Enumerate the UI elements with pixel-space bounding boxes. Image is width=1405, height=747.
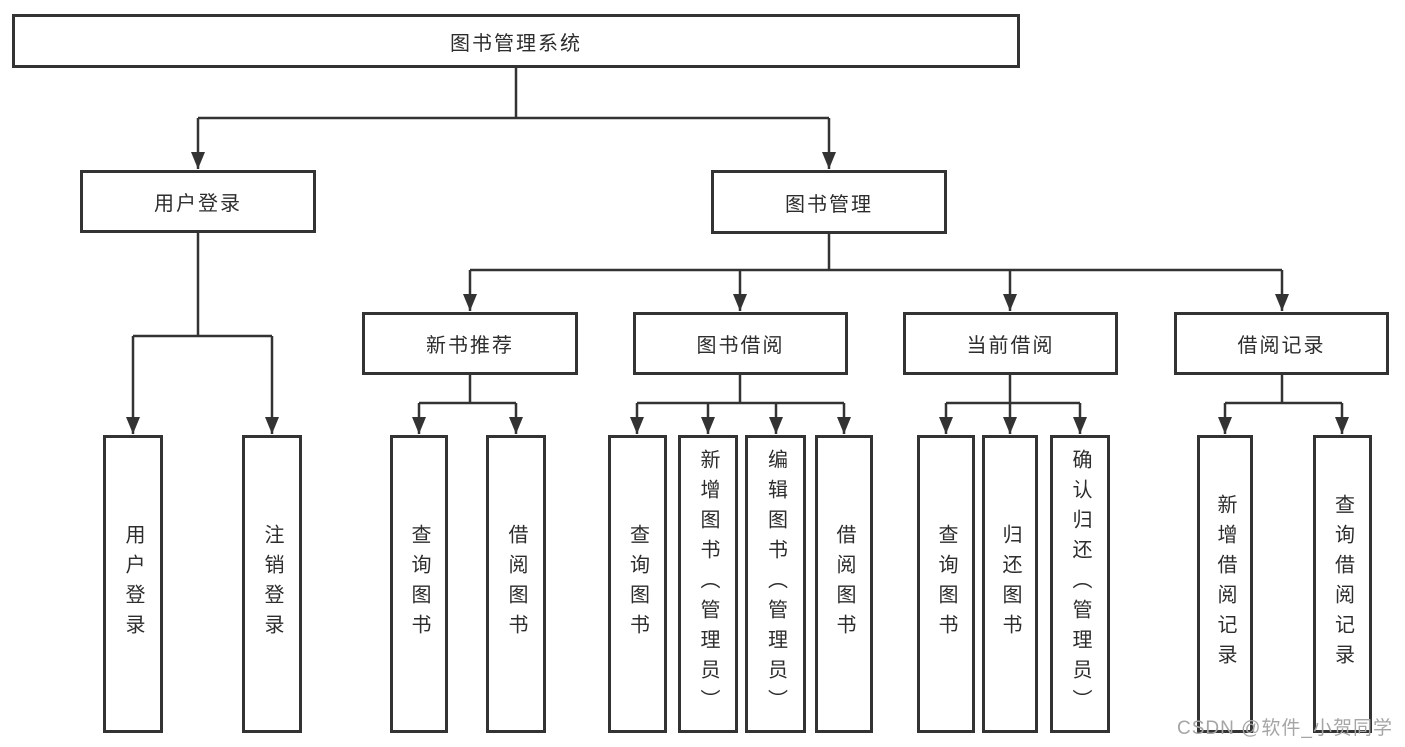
node-leaf-current-confirm-admin-label: 确认归还（管理员） [1069, 449, 1091, 719]
node-leaf-borrowing-edit-admin-label: 编辑图书（管理员） [764, 449, 787, 719]
node-leaf-newbooks-borrow-label: 借阅图书 [505, 524, 527, 644]
node-book-management-module-label: 图书管理 [785, 193, 873, 216]
node-leaf-records-add-label: 新增借阅记录 [1214, 494, 1236, 674]
node-book-borrowing-label: 图书借阅 [696, 335, 785, 357]
node-leaf-borrowing-add-admin: 新增图书（管理员） [678, 435, 738, 733]
node-leaf-user-login: 用户登录 [103, 435, 163, 733]
node-root-system-label: 图书管理系统 [450, 32, 582, 55]
node-leaf-current-confirm-admin: 确认归还（管理员） [1050, 435, 1110, 733]
node-root-system: 图书管理系统 [12, 14, 1020, 68]
node-leaf-borrowing-borrow: 借阅图书 [815, 435, 873, 733]
node-leaf-borrowing-add-admin-label: 新增图书（管理员） [697, 449, 719, 719]
csdn-watermark: CSDN @软件_小贺同学 [1177, 718, 1393, 739]
node-current-borrowing: 当前借阅 [903, 312, 1118, 375]
node-leaf-current-return: 归还图书 [982, 435, 1038, 733]
node-leaf-records-query: 查询借阅记录 [1313, 435, 1372, 733]
node-user-login-module-label: 用户登录 [154, 193, 242, 215]
node-leaf-user-login-label: 用户登录 [122, 524, 144, 644]
node-leaf-newbooks-query-label: 查询图书 [408, 524, 430, 644]
node-leaf-logout-label: 注销登录 [261, 524, 283, 644]
node-book-management-module: 图书管理 [711, 170, 947, 234]
node-current-borrowing-label: 当前借阅 [966, 335, 1055, 357]
node-leaf-records-query-label: 查询借阅记录 [1331, 494, 1354, 674]
node-borrowing-records-label: 借阅记录 [1237, 335, 1326, 357]
node-leaf-current-query-label: 查询图书 [935, 524, 957, 644]
node-new-book-recommend: 新书推荐 [362, 312, 578, 375]
node-leaf-borrowing-borrow-label: 借阅图书 [833, 524, 855, 644]
node-borrowing-records: 借阅记录 [1174, 312, 1389, 375]
node-leaf-newbooks-borrow: 借阅图书 [486, 435, 546, 733]
node-leaf-current-query: 查询图书 [917, 435, 975, 733]
node-leaf-current-return-label: 归还图书 [999, 524, 1021, 644]
node-user-login-module: 用户登录 [80, 170, 316, 233]
node-leaf-borrowing-edit-admin: 编辑图书（管理员） [745, 435, 806, 733]
node-leaf-logout: 注销登录 [242, 435, 302, 733]
node-leaf-records-add: 新增借阅记录 [1197, 435, 1253, 733]
node-new-book-recommend-label: 新书推荐 [426, 335, 514, 357]
node-leaf-borrowing-query: 查询图书 [608, 435, 667, 733]
node-leaf-borrowing-query-label: 查询图书 [626, 524, 649, 644]
node-leaf-newbooks-query: 查询图书 [390, 435, 448, 733]
node-book-borrowing: 图书借阅 [633, 312, 848, 375]
